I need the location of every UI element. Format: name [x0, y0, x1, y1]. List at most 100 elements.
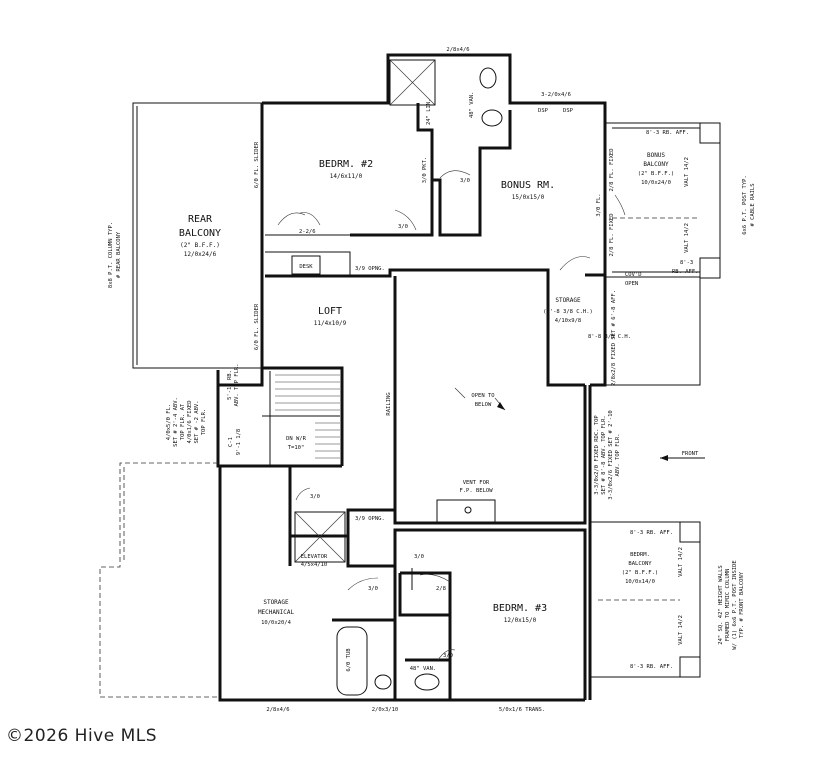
door-bed3-30: 3/0 [414, 554, 424, 560]
open-label: OPEN [625, 281, 638, 287]
fixtures [277, 67, 626, 696]
valt-4: VALT 14/2 [678, 615, 684, 645]
slider-lower: 6/0 FL. SLIDER [254, 303, 260, 350]
slider-upper: 6/0 FL. SLIDER [254, 141, 260, 188]
storage-mech-label-2: MECHANICAL [258, 609, 295, 616]
storage-upper-label: STORAGE [555, 297, 581, 304]
rb-aff-1: 8'-3 RB. AFF. [646, 130, 689, 136]
rear-column-note-2: # REAR BALCONY [116, 231, 122, 278]
stair-tread-label: T=10" [288, 445, 305, 451]
storage-mech-label-1: STORAGE [263, 599, 289, 606]
wall-note-1: 5'-10 RB. [227, 370, 233, 400]
front-note-2: SET # 8'-8 ABV. TOP FLR. [601, 415, 607, 494]
door-bed3-30b: 3/0 [443, 653, 453, 659]
dsp-label-1: DSP [538, 108, 549, 114]
front-note-1: 3-3/0x2/0 FIXED RDC. TOP [594, 415, 600, 495]
bedrm-balcony-frame [590, 521, 701, 678]
linen-label: 24" LIN. [426, 99, 432, 126]
bonus-balcony-label-2: BALCONY [643, 161, 669, 168]
bedrm-balcony-label-1: BEDRM. [630, 552, 650, 558]
storage-ceiling-height: 8'-8 3/8 C.H. [588, 334, 631, 340]
vanity-48-upper: 48" VAN. [469, 92, 475, 119]
bedroom3-size: 12/0x15/0 [504, 617, 537, 624]
bonus-room-label: BONUS RM. [501, 180, 555, 191]
covd-label: COV'D [625, 272, 642, 278]
opening-upper: 3/9 OPNG. [355, 266, 385, 272]
rear-balcony-label-1: REAR [188, 214, 213, 225]
front-arrow-icon [660, 455, 705, 461]
right-note-2: FRAMED TO MIMIC COLUMN [725, 569, 731, 642]
bonus-balcony-frame [605, 122, 721, 386]
watermark: ©2026 Hive MLS [6, 726, 158, 746]
vanity-48-lower: 48" VAN. [410, 666, 437, 672]
room-labels: REAR BALCONY (2" B.F.F.) 12/0x24/6 BEDRM… [179, 152, 674, 626]
elevator-size: 4/5x4/10 [301, 562, 328, 568]
bedrm-balcony-size: 10/0x14/0 [625, 579, 655, 585]
rb-aff-4: 8'-3 RB. AFF. [630, 664, 673, 670]
rb-aff-3: 8'-3 RB. AFF. [630, 530, 673, 536]
stair-note-3: TOP FLR. AT [180, 403, 186, 440]
right-note-3: W/ (1) 6x6 P.T. POST INSIDE [732, 560, 738, 649]
elevator-label: ELEVATOR [301, 554, 328, 560]
bonus-balcony-bff: (2" B.F.F.) [638, 171, 674, 177]
loft-label: LOFT [318, 306, 342, 317]
post-note-1: 6x6 P.T. POST TYP. [742, 175, 748, 235]
fl-fixed-2: 3/0 FL. [596, 193, 602, 216]
bottom-window-2: 2/0x3/10 [372, 707, 399, 713]
door-elev-30: 3/0 [310, 494, 320, 500]
stair-note-5: SET # -2 ABV. [194, 400, 200, 443]
bonus-window-label: 3-2/0x4/6 [541, 92, 571, 98]
stair-note-2: SET # 2'-4 ABV. [173, 397, 179, 447]
rear-column-note-1: 8x8 P.T. COLUMN TYP. [108, 222, 114, 288]
open-to-below-2: BELOW [475, 402, 492, 408]
post-note-2: # CABLE RAILS [750, 183, 756, 226]
valt-1: VALT 14/2 [684, 157, 690, 187]
valt-2: VALT 14/2 [684, 223, 690, 253]
column-c1-height: 9'-1 1/8 [236, 429, 242, 456]
bonus-balcony-label-1: BONUS [647, 152, 665, 159]
bedroom3-label: BEDRM. #3 [493, 603, 547, 614]
vent-label-2: F.P. BELOW [459, 488, 493, 494]
front-label: FRONT [682, 451, 699, 457]
right-note-1: 24" SQ. 42" HEIGHT WALLS [718, 565, 724, 644]
open-to-below-1: OPEN TO [471, 393, 494, 399]
wall-note-2: ABV. TOP FLR. [234, 363, 240, 406]
storage-mech-size: 10/0x20/4 [261, 620, 291, 626]
door-bed3-28: 2/8 [436, 586, 446, 592]
door-mech-30: 3/0 [368, 586, 378, 592]
desk-label: DESK [299, 264, 313, 270]
bottom-window-3: 5/0x1/6 TRANS. [499, 707, 545, 713]
bottom-window-1: 2/8x4/6 [266, 707, 289, 713]
fl-fixed-3: 2/8 FL. FIXED [609, 213, 615, 256]
bedroom2-size: 14/6x11/0 [330, 173, 363, 180]
elevator-shaft [294, 511, 346, 563]
column-c1: C-1 [228, 437, 234, 447]
dsp-label-2: DSP [563, 108, 574, 114]
rear-balcony-label-2: BALCONY [179, 228, 221, 239]
right-note-4: TYP. # FRONT BALCONY [739, 571, 745, 638]
rb-aff-2b: RB. AFF. [672, 269, 699, 275]
annotations: 2/8x4/6 3-2/0x4/6 DSP DSP 48" VAN. 24" L… [108, 47, 756, 713]
stair-treads [262, 374, 340, 459]
stair-note-1: 4/0x5/0 FL. [166, 404, 172, 440]
bedroom2-label: BEDRM. #2 [319, 159, 373, 170]
stair-note-4: 4/0x1/6 FIXED [187, 400, 193, 443]
railing-label: RAILING [386, 392, 392, 415]
vent-label-1: VENT FOR [463, 480, 490, 486]
rdc-note: 2/8x2/8 FIXED SET # 6'-8 AFF. [611, 290, 617, 386]
opening-lower: 3/9 OPNG. [355, 516, 385, 522]
valt-3: VALT 14/2 [678, 547, 684, 577]
storage-upper-size: 4/10x9/8 [555, 318, 582, 324]
pocket-door-label: 3/0 PKT. [422, 157, 428, 184]
stair-down-label: DN W/R [286, 436, 307, 442]
bonus-room-size: 15/0x15/0 [512, 194, 545, 201]
door-2-2-6: 2-2/6 [299, 229, 316, 235]
bedrm-balcony-bff: (2" B.F.F.) [622, 570, 658, 576]
roof-outline-dashed [99, 462, 218, 698]
door-30-a: 3/0 [460, 178, 470, 184]
walls [132, 53, 607, 702]
door-30-b: 3/0 [398, 224, 408, 230]
tub-label: 6/0 TUB [346, 648, 352, 672]
loft-size: 11/4x10/9 [314, 320, 347, 327]
front-note-3: 3-3/0x2/6 FIXED SET # 2'-10 [608, 410, 614, 499]
